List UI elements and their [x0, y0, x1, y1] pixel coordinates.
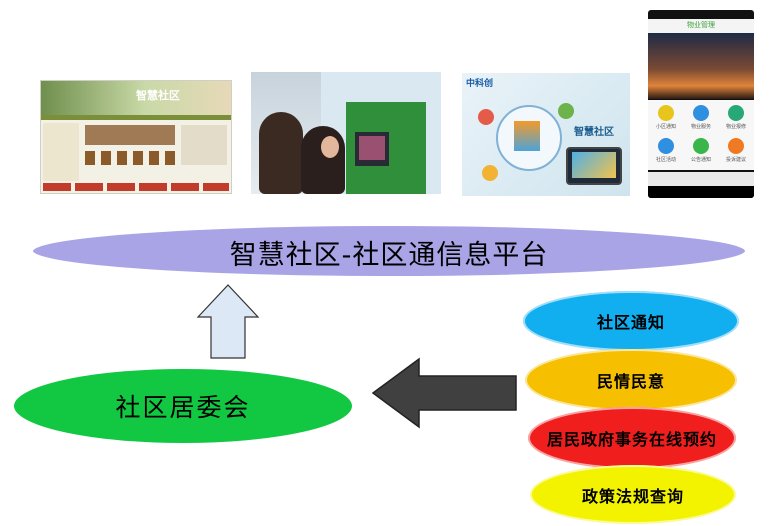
committee-ellipse — [12, 367, 354, 445]
person-1 — [259, 112, 303, 194]
app-tile-label: 物业服务 — [690, 124, 711, 130]
website-content-row — [85, 125, 175, 145]
service-label: 政策法规查询 — [581, 486, 684, 506]
app-tile-label: 小区通知 — [655, 124, 676, 130]
kiosk-screen-glow — [359, 136, 385, 160]
app-title: 物业管理 — [687, 21, 715, 29]
service-pill-policy-query: 政策法规查询 — [530, 465, 736, 524]
app-banner-sunset — [648, 33, 754, 99]
website-footer-ads — [43, 183, 229, 191]
app-tile — [658, 138, 674, 154]
app-footer-bar — [648, 172, 754, 186]
service-label: 社区通知 — [596, 313, 665, 332]
service-pill-public-opinion: 民情民意 — [525, 349, 737, 411]
app-tile — [728, 105, 744, 121]
building-icon — [514, 121, 540, 151]
service-pill-online-appointment: 居民政府事务在线预约 — [528, 407, 736, 469]
community-website-screenshot: 智慧社区 — [40, 80, 232, 194]
app-tile-label: 公告通知 — [690, 157, 711, 163]
mobile-app-screenshot: 物业管理 小区通知 物业服务 物业报修 社区活动 公告通知 投诉建议 — [648, 10, 754, 198]
website-banner — [41, 81, 231, 115]
left-arrow — [371, 357, 517, 429]
person-2 — [301, 126, 345, 194]
platform-label: 智慧社区-社区通信息平台 — [229, 239, 549, 271]
node-icon — [478, 109, 494, 125]
app-tile-label: 物业报修 — [725, 124, 746, 130]
app-tile — [693, 138, 709, 154]
person-2-face — [321, 136, 339, 158]
node-icon — [558, 103, 574, 119]
service-pill-notice: 社区通知 — [523, 291, 739, 351]
company-logo: 中科创 — [466, 79, 494, 89]
phone-nav-bar — [648, 186, 754, 198]
service-label: 居民政府事务在线预约 — [546, 430, 717, 449]
website-sidebar — [43, 123, 79, 181]
graphic-label: 智慧社区 — [574, 127, 614, 138]
tablet-screen — [572, 152, 616, 178]
website-content-row — [181, 125, 227, 165]
app-tile-label: 投诉建议 — [725, 157, 746, 163]
up-arrow — [196, 284, 260, 359]
service-label: 民情民意 — [596, 372, 665, 391]
app-title-bar — [648, 19, 754, 33]
website-nav-bar — [41, 115, 231, 120]
app-tile — [658, 105, 674, 121]
app-tile-label: 社区活动 — [655, 157, 676, 163]
website-logo: 智慧社区 — [136, 89, 180, 102]
self-service-kiosk-photo — [251, 72, 441, 194]
node-icon — [482, 165, 498, 181]
app-tile — [693, 105, 709, 121]
app-tile — [728, 138, 744, 154]
smart-community-graphic: 中科创 智慧社区 — [462, 73, 630, 196]
website-product-row — [85, 151, 175, 165]
platform-ellipse — [31, 224, 747, 278]
committee-label: 社区居委会 — [115, 393, 251, 422]
